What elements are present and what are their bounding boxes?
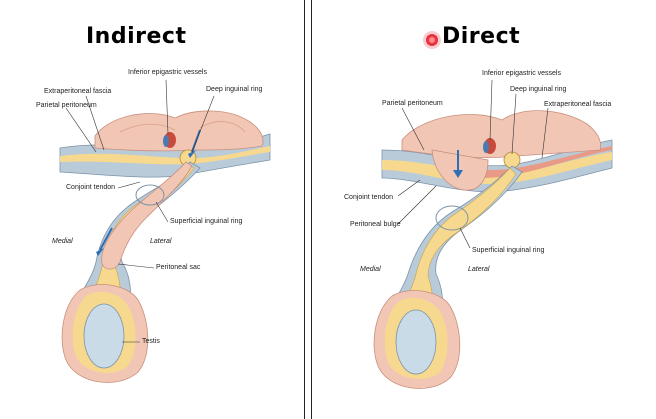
label-conjoint-tendon: Conjoint tendon bbox=[66, 184, 116, 191]
label-parietal-peritoneum: Parietal peritoneum bbox=[36, 102, 97, 109]
panel-divider bbox=[304, 0, 312, 419]
direct-panel: Direct bbox=[312, 0, 656, 419]
label-superficial-inguinal-ring-direct: Superficial inguinal ring bbox=[472, 247, 545, 254]
label-medial: Medial bbox=[52, 238, 73, 245]
label-peritoneal-sac: Peritoneal sac bbox=[156, 264, 201, 271]
indirect-hernia-illustration bbox=[59, 79, 271, 383]
label-lateral-direct: Lateral bbox=[468, 266, 490, 273]
label-medial-direct: Medial bbox=[360, 266, 381, 273]
recording-dot-icon bbox=[426, 34, 438, 46]
label-inferior-epigastric-vessels-direct: Inferior epigastric vessels bbox=[482, 70, 561, 77]
label-deep-inguinal-ring: Deep inguinal ring bbox=[206, 86, 263, 93]
label-deep-inguinal-ring-direct: Deep inguinal ring bbox=[510, 86, 567, 93]
label-superficial-inguinal-ring: Superficial inguinal ring bbox=[170, 218, 243, 225]
label-extraperitoneal-fascia: Extraperitoneal fascia bbox=[44, 88, 112, 95]
indirect-panel: Indirect bbox=[0, 0, 304, 419]
direct-hernia-illustration bbox=[373, 79, 613, 389]
label-conjoint-tendon-direct: Conjoint tendon bbox=[344, 194, 394, 201]
label-extraperitoneal-fascia-direct: Extraperitoneal fascia bbox=[544, 101, 612, 108]
label-lateral: Lateral bbox=[150, 238, 172, 245]
direct-title: Direct bbox=[442, 24, 521, 49]
label-inferior-epigastric-vessels: Inferior epigastric vessels bbox=[128, 69, 207, 76]
indirect-title: Indirect bbox=[86, 24, 187, 49]
label-testis: Testis bbox=[142, 338, 160, 345]
label-peritoneal-bulge: Peritoneal bulge bbox=[350, 221, 401, 228]
label-parietal-peritoneum-direct: Parietal peritoneum bbox=[382, 100, 443, 107]
